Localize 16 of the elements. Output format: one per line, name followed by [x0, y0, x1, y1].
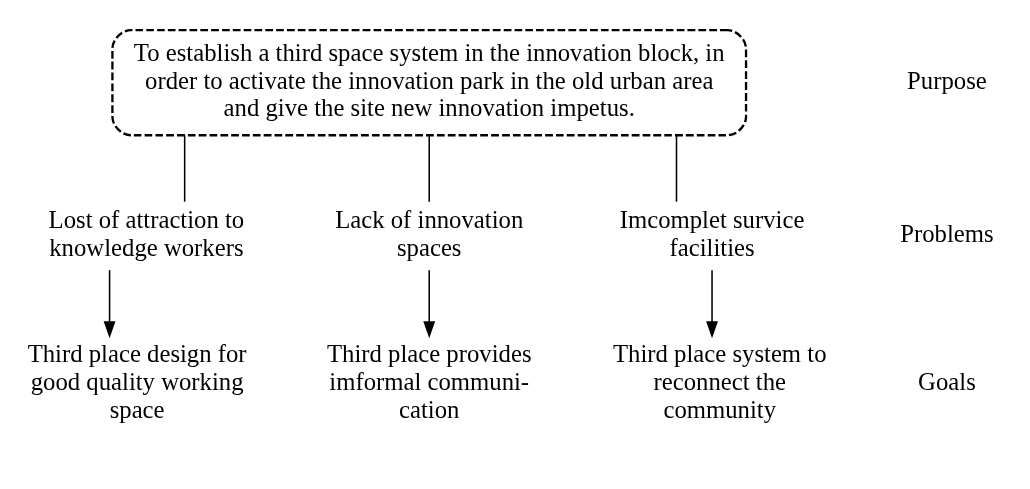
node-text: Third place design for good quality working space [27, 339, 247, 423]
arrow [423, 268, 436, 338]
node-text: Imcomplet survice facilities [619, 205, 805, 261]
arrow [103, 268, 116, 338]
node-text: Lack of innovation spaces [335, 205, 524, 261]
node-text: Third place provides imformal communi- cation [326, 339, 532, 423]
node-text: Lost of attraction to knowledge workers [48, 205, 245, 261]
label: Goals [918, 367, 976, 395]
connector [183, 134, 186, 202]
label: Purpose [907, 66, 987, 94]
connector [428, 134, 430, 202]
node-box: To establish a third space system in the innovation block, in order to activate the innovation park in the old urban area and give the site new innovation impetus. [111, 28, 748, 136]
arrow [706, 268, 718, 338]
label: Problems [900, 219, 994, 247]
node-text: Third place system to reconnect the community [613, 339, 827, 423]
connector [675, 134, 678, 202]
